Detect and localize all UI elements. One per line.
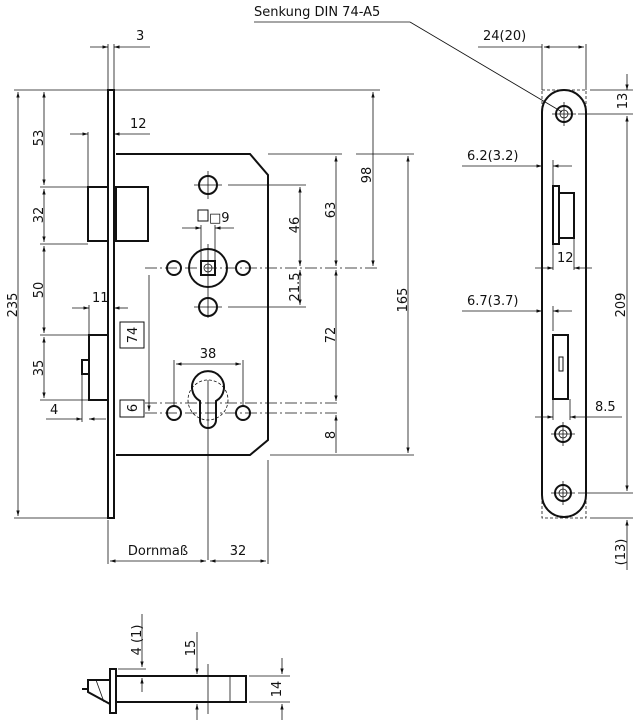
dim-235: 235 <box>6 293 21 318</box>
faceplate-side <box>107 89 115 519</box>
dim-14: 14 <box>270 681 285 698</box>
dim-backset: Dornmaß <box>128 544 188 559</box>
bottom-latch <box>87 679 111 705</box>
dim-12-latch: 12 <box>557 251 574 266</box>
latch-left <box>87 186 109 242</box>
bottom-dimensions: 4 (1) 15 14 <box>118 614 290 720</box>
deadbolt <box>88 334 109 401</box>
countersink-annotation: Senkung DIN 74-A5 <box>254 5 563 113</box>
euro-cylinder-cutout <box>191 370 225 429</box>
faceplate-dimensions: 24(20) 13 209 (13) 6.2(3.2) 12 6.7(3.7) … <box>462 29 633 570</box>
bolt-opening <box>552 334 569 400</box>
dim-32-backset: 32 <box>230 544 247 559</box>
bottom-case <box>115 675 247 703</box>
dim-165: 165 <box>396 288 411 313</box>
dim-98: 98 <box>360 167 375 184</box>
box-6 <box>119 399 145 418</box>
dim-35: 35 <box>32 360 47 377</box>
dim-11: 11 <box>92 291 109 306</box>
main-view: 74 6 <box>81 89 380 560</box>
dim-6-2: 6.2(3.2) <box>467 149 519 164</box>
box-74 <box>119 321 145 349</box>
dim-21-5: 21.5 <box>288 273 303 302</box>
dim-53: 53 <box>32 130 47 147</box>
faceplate-view <box>541 89 587 519</box>
countersink-label: Senkung DIN 74-A5 <box>254 5 380 20</box>
dim-8: 8 <box>324 431 339 439</box>
dim-6-7: 6.7(3.7) <box>467 294 519 309</box>
dim-3: 3 <box>136 29 144 44</box>
dim-spindle-9: □9 <box>209 211 230 226</box>
main-view-dimensions: 3 12 235 53 32 50 35 11 4 <box>6 29 414 564</box>
dim-12: 12 <box>130 117 147 132</box>
dim-24-20: 24(20) <box>483 29 526 44</box>
dim-63: 63 <box>324 202 339 219</box>
dim-8-5: 8.5 <box>595 400 616 415</box>
box-6-label: 6 <box>126 404 141 412</box>
dim-13-bottom: (13) <box>614 539 629 566</box>
dim-50: 50 <box>32 282 47 299</box>
dim-4-1: 4 (1) <box>130 625 145 656</box>
dim-15: 15 <box>184 640 199 657</box>
dim-72: 72 <box>324 327 339 344</box>
lock-case <box>116 153 269 456</box>
faceplate-front <box>541 89 587 518</box>
box-74-label: 74 <box>126 327 141 344</box>
dim-46: 46 <box>288 217 303 234</box>
dim-32-latch: 32 <box>32 207 47 224</box>
bottom-view <box>82 664 247 714</box>
dim-38: 38 <box>200 347 217 362</box>
latch-right <box>115 186 149 242</box>
dim-13: 13 <box>616 93 631 110</box>
deadbolt-tip <box>81 359 90 375</box>
dim-209: 209 <box>614 293 629 318</box>
dim-4: 4 <box>50 403 58 418</box>
